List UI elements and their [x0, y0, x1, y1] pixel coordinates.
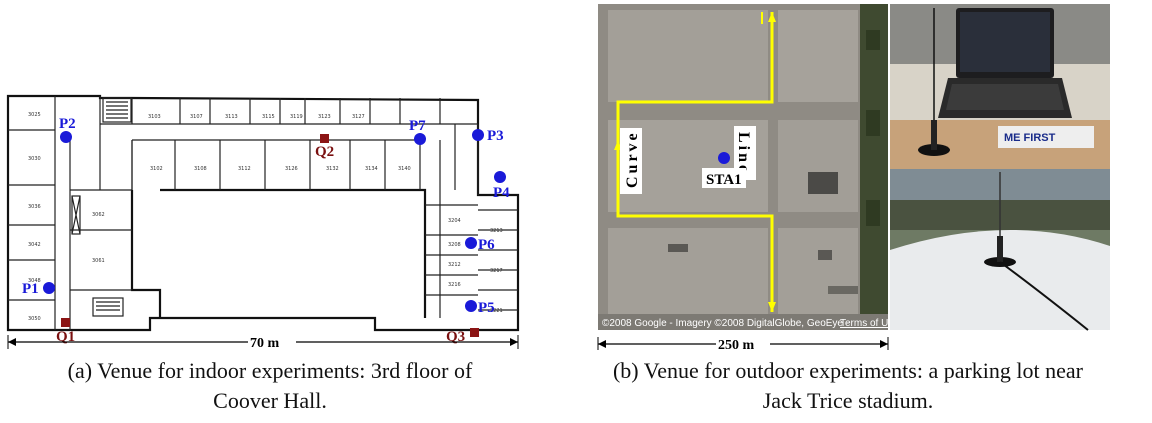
- caption-line: (b) Venue for outdoor experiments: a par…: [612, 358, 1083, 383]
- svg-text:3062: 3062: [92, 212, 105, 218]
- point-label: P2: [59, 116, 76, 132]
- point-p1: [43, 282, 55, 294]
- square-q3: [470, 328, 479, 337]
- svg-text:3132: 3132: [326, 166, 339, 172]
- line-label: Line: [735, 132, 752, 175]
- svg-text:3102: 3102: [150, 166, 163, 172]
- svg-text:3140: 3140: [398, 166, 411, 172]
- svg-text:3123: 3123: [318, 114, 331, 120]
- photo-badge: ME FIRST: [1004, 132, 1056, 144]
- svg-text:3127: 3127: [352, 114, 365, 120]
- map-terms-link[interactable]: Terms of Use: [840, 318, 899, 329]
- svg-text:3025: 3025: [28, 112, 41, 118]
- point-p7: [414, 133, 426, 145]
- caption-outdoor: (b) Venue for outdoor experiments: a par…: [548, 356, 1148, 416]
- svg-text:3126: 3126: [285, 166, 298, 172]
- square-q1: [61, 318, 70, 327]
- square-label: Q1: [56, 329, 75, 345]
- line-label-group: Line: [734, 126, 756, 180]
- indoor-figure: 3025 3030 3036 3042 3048 3050 3103 3107 …: [0, 0, 530, 423]
- curve-label: Curve: [624, 130, 641, 188]
- station-label: STA1: [706, 172, 742, 188]
- car-photo: [890, 169, 1110, 331]
- scale-bar: 70 m: [7, 335, 519, 351]
- svg-text:3108: 3108: [194, 166, 207, 172]
- floor-plan: 3025 3030 3036 3042 3048 3050 3103 3107 …: [6, 94, 520, 351]
- scale-bar: 250 m: [597, 337, 889, 353]
- svg-text:3221: 3221: [490, 308, 503, 314]
- square-label: Q3: [446, 329, 465, 345]
- caption-indoor: (a) Venue for indoor experiments: 3rd fl…: [10, 356, 530, 416]
- point-label: P7: [409, 118, 426, 134]
- point-p5: [465, 300, 477, 312]
- svg-text:3213: 3213: [490, 228, 503, 234]
- scale-label: 70 m: [250, 336, 280, 350]
- point-p4: [494, 171, 506, 183]
- svg-text:3112: 3112: [238, 166, 251, 172]
- caption-line: Jack Trice stadium.: [762, 388, 934, 413]
- svg-text:3134: 3134: [365, 166, 378, 172]
- svg-text:3050: 3050: [28, 316, 41, 322]
- square-q2: [320, 134, 329, 143]
- point-p2: [60, 131, 72, 143]
- svg-text:3204: 3204: [448, 218, 461, 224]
- svg-text:3042: 3042: [28, 242, 41, 248]
- svg-text:3048: 3048: [28, 278, 41, 284]
- building-walls: 3025 3030 3036 3042 3048 3050 3103 3107 …: [6, 94, 520, 332]
- square-label: Q2: [315, 144, 334, 160]
- curve-label-group: Curve: [620, 128, 642, 194]
- svg-text:3113: 3113: [225, 114, 238, 120]
- svg-text:3115: 3115: [262, 114, 275, 120]
- svg-text:3216: 3216: [448, 282, 461, 288]
- svg-text:3217: 3217: [490, 268, 503, 274]
- point-label: P5: [478, 300, 495, 316]
- station-marker: [718, 152, 730, 164]
- map-credit: ©2008 Google - Imagery ©2008 DigitalGlob…: [602, 318, 849, 329]
- svg-text:3107: 3107: [190, 114, 203, 120]
- svg-text:3030: 3030: [28, 156, 41, 162]
- caption-line: (a) Venue for indoor experiments: 3rd fl…: [67, 358, 473, 383]
- svg-text:3036: 3036: [28, 204, 41, 210]
- point-label: P3: [487, 128, 504, 144]
- svg-text:3061: 3061: [92, 258, 105, 264]
- point-p6: [465, 237, 477, 249]
- svg-text:3103: 3103: [148, 114, 161, 120]
- svg-text:3119: 3119: [290, 114, 303, 120]
- point-p3: [472, 129, 484, 141]
- scale-label: 250 m: [718, 338, 755, 350]
- outdoor-images: Curve Line STA1 ©2008 Google - Imagery ©…: [597, 4, 1110, 353]
- laptop-photo: ME FIRST: [890, 4, 1110, 169]
- svg-text:3208: 3208: [448, 242, 461, 248]
- outdoor-figure: Curve Line STA1 ©2008 Google - Imagery ©…: [588, 0, 1152, 423]
- point-label: P4: [493, 185, 510, 201]
- point-label: P1: [22, 281, 39, 297]
- svg-text:3212: 3212: [448, 262, 461, 268]
- point-label: P6: [478, 237, 495, 253]
- caption-line: Coover Hall.: [213, 388, 327, 413]
- station-label-bg: [702, 168, 746, 188]
